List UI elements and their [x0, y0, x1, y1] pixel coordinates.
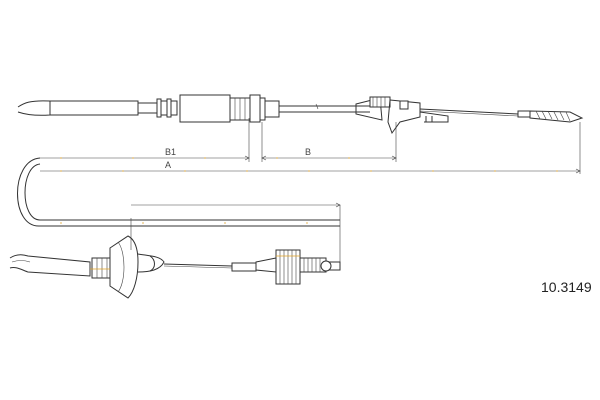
dimension-lines [40, 118, 581, 174]
lower-cable [9, 235, 341, 299]
dimension-label-b1: B1 [165, 147, 176, 157]
dimension-label-b: B [305, 147, 311, 157]
dimension-label-a: A [165, 160, 171, 170]
loop-cable [17, 157, 340, 227]
part-number: 10.3149 [541, 279, 592, 295]
lower-dimension-lines [130, 202, 341, 262]
upper-cable [17, 94, 584, 135]
